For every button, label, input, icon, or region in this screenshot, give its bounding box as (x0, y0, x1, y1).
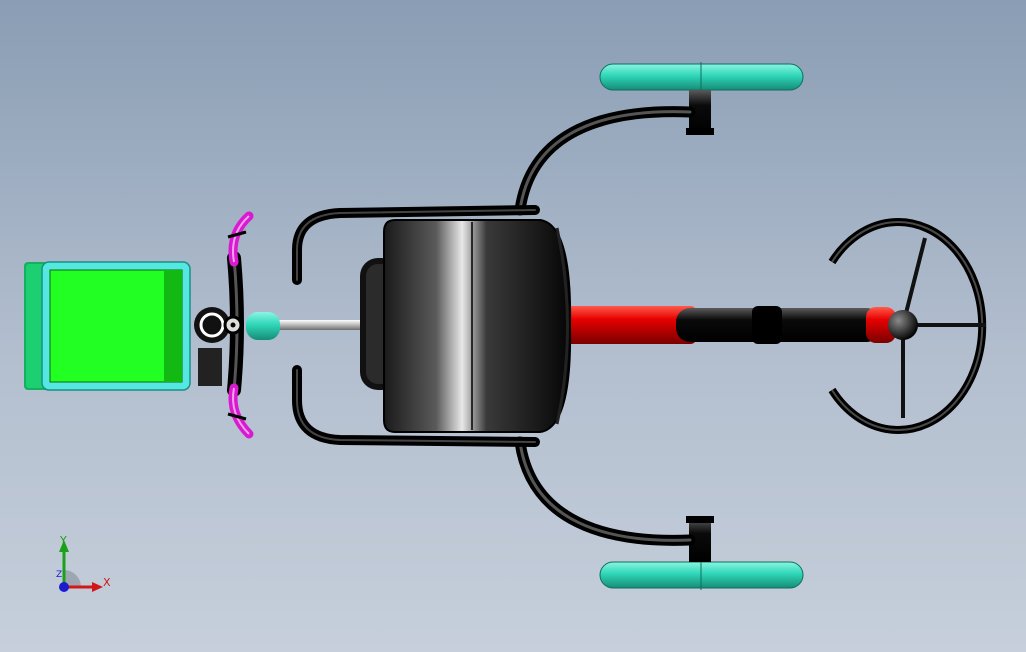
rear-wheel-left[interactable] (599, 62, 804, 135)
battery-box[interactable] (24, 261, 191, 391)
front-wheel[interactable] (828, 218, 987, 434)
handlebar[interactable] (194, 211, 254, 439)
x-axis-label: X (103, 576, 111, 589)
z-axis-label: Z (56, 570, 63, 580)
drive-shaft[interactable] (566, 306, 896, 344)
coordinate-triad: X Y Z (40, 528, 130, 608)
axis-triad-icon (59, 540, 103, 592)
seat[interactable] (360, 219, 572, 433)
rear-wheel-right[interactable] (599, 516, 804, 590)
steering-column[interactable] (246, 312, 390, 340)
y-axis-label: Y (60, 534, 67, 547)
seat-frame[interactable] (292, 106, 696, 546)
